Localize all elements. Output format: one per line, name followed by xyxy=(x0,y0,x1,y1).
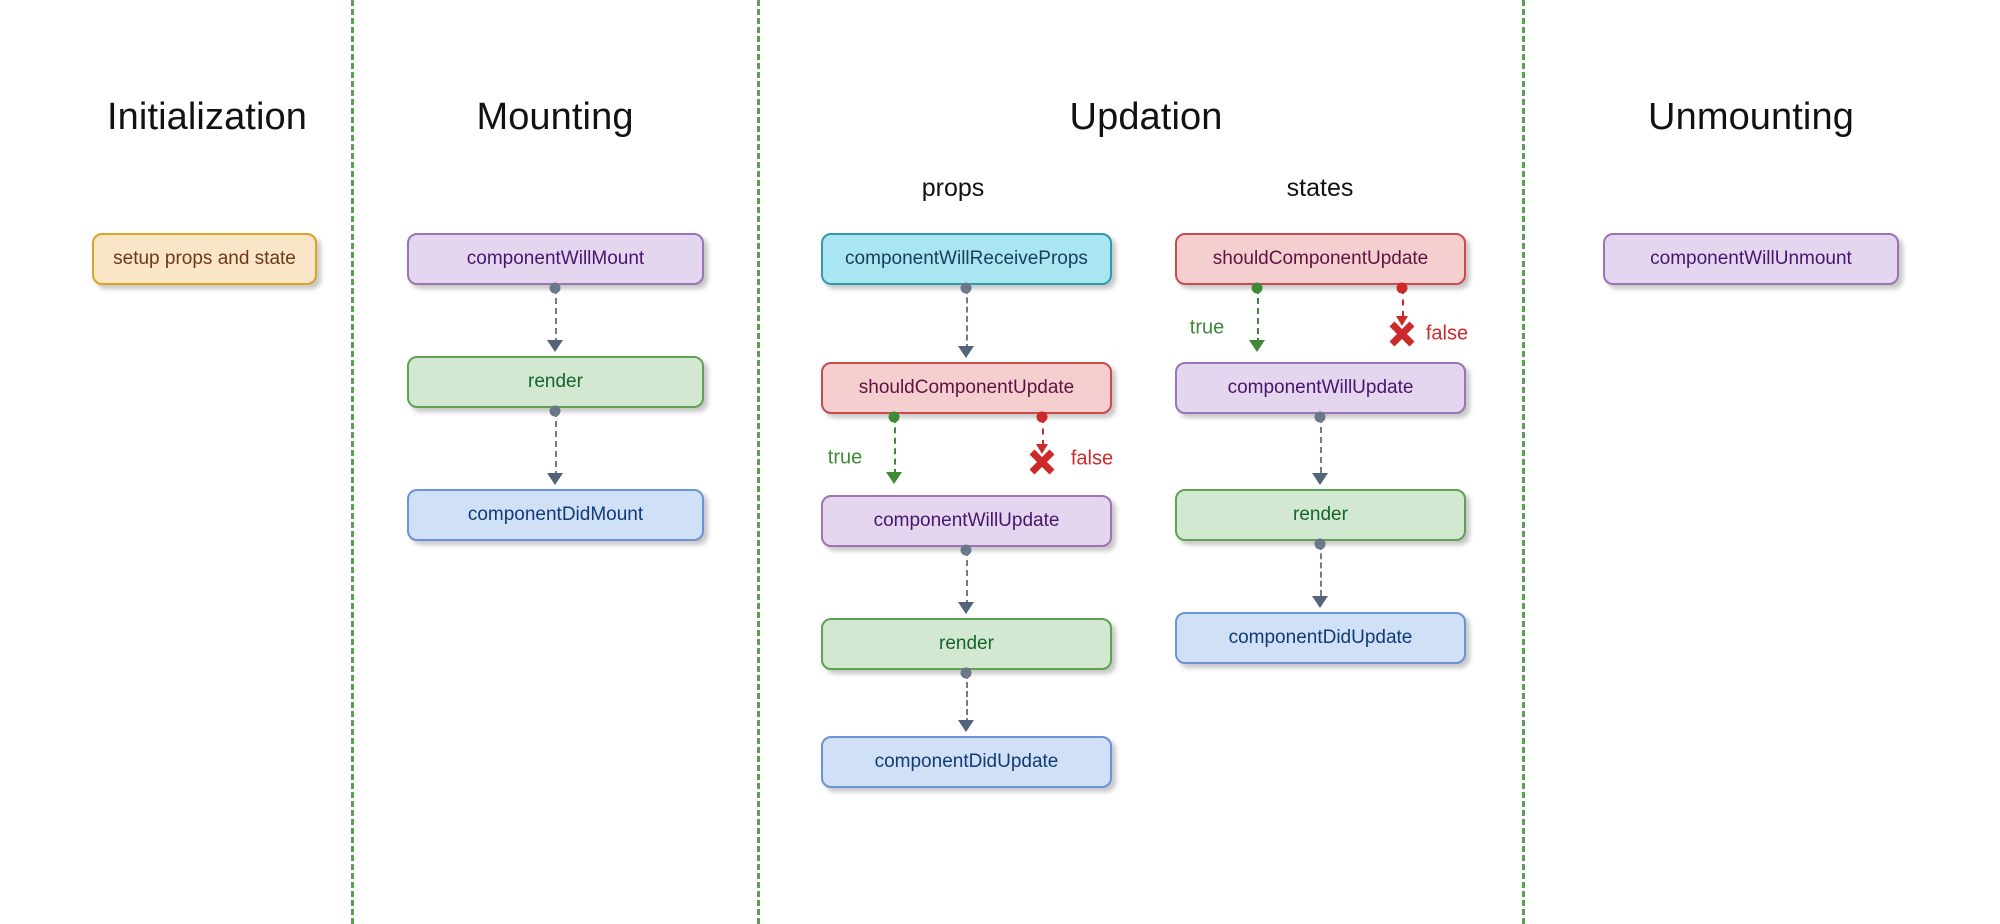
node-label: componentWillUpdate xyxy=(1227,377,1414,398)
node-props-component-did-update[interactable]: componentDidUpdate xyxy=(821,736,1112,788)
arrowhead-mount-2 xyxy=(547,473,563,485)
node-states-component-did-update[interactable]: componentDidUpdate xyxy=(1175,612,1466,664)
arrowhead-states-true xyxy=(1249,340,1265,352)
connector-props-2 xyxy=(966,550,968,606)
arrowhead-props-2 xyxy=(958,602,974,614)
node-props-render[interactable]: render xyxy=(821,618,1112,670)
branch-label-states-true: true xyxy=(1189,316,1225,339)
node-states-render[interactable]: render xyxy=(1175,489,1466,541)
column-title-unmounting: Unmounting xyxy=(1648,96,1854,138)
node-mount-component-will-mount[interactable]: componentWillMount xyxy=(407,233,704,285)
node-label: componentWillReceiveProps xyxy=(845,248,1088,269)
branch-label-props-true: true xyxy=(827,446,863,469)
node-label: componentWillUpdate xyxy=(873,510,1060,531)
connector-mount-2 xyxy=(555,411,557,477)
connector-mount-1 xyxy=(555,288,557,344)
node-mount-component-did-mount[interactable]: componentDidMount xyxy=(407,489,704,541)
node-label: componentWillUnmount xyxy=(1650,248,1852,269)
node-label: render xyxy=(1293,504,1348,525)
node-label: componentDidUpdate xyxy=(874,751,1059,772)
node-label: shouldComponentUpdate xyxy=(858,377,1075,398)
node-label: componentWillMount xyxy=(466,248,645,269)
x-cross-icon xyxy=(1025,445,1059,479)
arrowhead-mount-1 xyxy=(547,340,563,352)
node-label: componentDidMount xyxy=(467,504,644,525)
arrowhead-props-false xyxy=(1036,444,1048,454)
column-title-initialization: Initialization xyxy=(107,96,307,138)
node-states-should-component-update[interactable]: shouldComponentUpdate xyxy=(1175,233,1466,285)
node-states-component-will-update[interactable]: componentWillUpdate xyxy=(1175,362,1466,414)
node-props-component-will-receive-props[interactable]: componentWillReceiveProps xyxy=(821,233,1112,285)
column-title-mounting: Mounting xyxy=(476,96,634,138)
node-label: componentDidUpdate xyxy=(1228,627,1413,648)
node-mount-render[interactable]: render xyxy=(407,356,704,408)
node-component-will-unmount[interactable]: componentWillUnmount xyxy=(1603,233,1899,285)
node-props-should-component-update[interactable]: shouldComponentUpdate xyxy=(821,362,1112,414)
connector-states-2 xyxy=(1320,544,1322,596)
arrowhead-props-true xyxy=(886,472,902,484)
connector-props-true xyxy=(894,417,896,475)
section-divider-2 xyxy=(757,0,760,924)
branch-label-states-false: false xyxy=(1425,322,1469,345)
arrowhead-props-1 xyxy=(958,346,974,358)
branch-label-props-false: false xyxy=(1070,447,1114,470)
connector-states-1 xyxy=(1320,417,1322,473)
arrowhead-props-3 xyxy=(958,720,974,732)
subtitle-props: props xyxy=(921,174,985,202)
node-label: render xyxy=(939,633,994,654)
arrowhead-states-1 xyxy=(1312,473,1328,485)
connector-states-false xyxy=(1402,288,1404,317)
node-setup-props-and-state[interactable]: setup props and state xyxy=(92,233,317,285)
section-divider-3 xyxy=(1522,0,1525,924)
node-label: shouldComponentUpdate xyxy=(1212,248,1429,269)
section-divider-1 xyxy=(351,0,354,924)
connector-props-false xyxy=(1042,417,1044,446)
column-title-updation: Updation xyxy=(1069,96,1223,138)
connector-props-3 xyxy=(966,673,968,724)
connector-states-true xyxy=(1257,288,1259,344)
subtitle-states: states xyxy=(1286,174,1354,202)
node-label: render xyxy=(528,371,583,392)
node-label: setup props and state xyxy=(113,248,296,269)
x-cross-icon xyxy=(1385,317,1419,351)
arrowhead-states-2 xyxy=(1312,596,1328,608)
node-props-component-will-update[interactable]: componentWillUpdate xyxy=(821,495,1112,547)
arrowhead-states-false xyxy=(1396,316,1408,326)
connector-props-1 xyxy=(966,288,968,350)
